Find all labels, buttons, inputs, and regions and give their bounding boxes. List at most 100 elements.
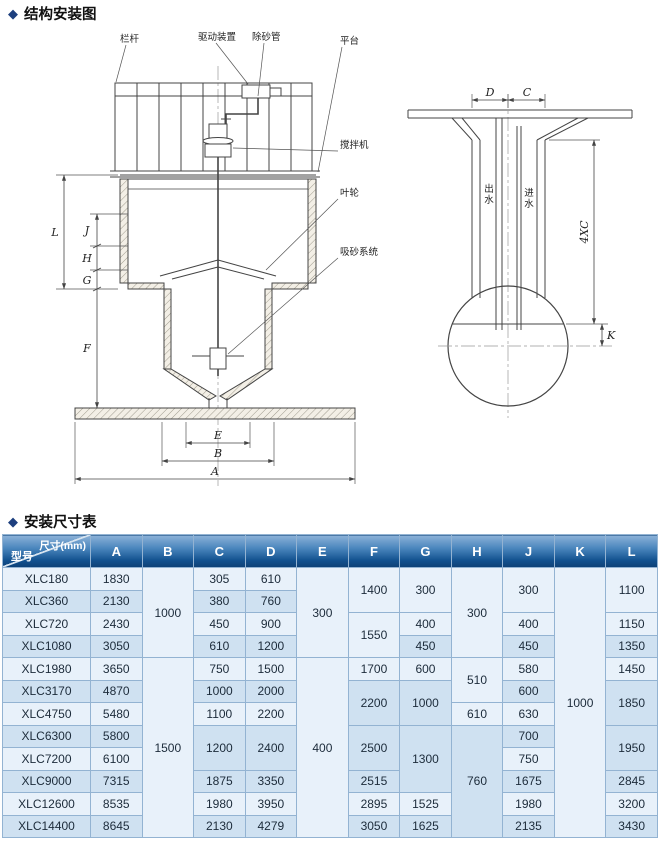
- installation-diagram-svg: L J H G F E B: [50, 31, 633, 486]
- impeller-shape: [159, 259, 277, 280]
- model-cell: XLC6300: [2, 724, 91, 748]
- col-header-F: F: [347, 534, 401, 568]
- diamond-bullet-icon: ◆: [8, 5, 18, 21]
- dim-cell: 760: [450, 724, 504, 838]
- model-cell: XLC4750: [2, 702, 91, 726]
- dim-cell: 1675: [502, 769, 555, 793]
- impeller-label: 叶轮: [340, 187, 360, 199]
- dim-cell: 5480: [90, 702, 143, 726]
- model-cell: XLC1980: [2, 657, 91, 681]
- desand-pipe-label: 除砂管: [252, 31, 281, 43]
- dim-cell: 2845: [605, 769, 658, 793]
- col-header-B: B: [141, 534, 195, 568]
- dim-cell: 2500: [347, 724, 401, 771]
- dim-cell: 3430: [605, 814, 658, 838]
- dim-cell: 4870: [90, 679, 143, 703]
- dim-cell: 1100: [193, 702, 246, 726]
- dim-cell: 2400: [244, 724, 298, 771]
- col-header-C: C: [193, 534, 246, 568]
- table-title-text: 安装尺寸表: [24, 514, 97, 531]
- dim-cell: 600: [502, 679, 555, 703]
- dim-cell: 2200: [244, 702, 298, 726]
- col-header-L: L: [605, 534, 658, 568]
- dim-cell: 2130: [193, 814, 246, 838]
- drive-device: [221, 84, 282, 124]
- mixer-assembly: [202, 123, 234, 376]
- callout-labels: 栏杆 驱动装置 除砂管 平台 搅拌机 叶轮 吸砂系统: [115, 31, 379, 355]
- structure-title-text: 结构安装图: [24, 6, 97, 23]
- dim-cell: 3650: [90, 657, 143, 681]
- foundation-slab: [74, 407, 356, 420]
- dim-cell: 1700: [347, 657, 401, 681]
- dim-K: K: [606, 329, 616, 342]
- installation-drawing: L J H G F E B: [0, 24, 660, 508]
- dim-L: L: [50, 226, 58, 239]
- dim-cell: 7315: [90, 769, 143, 793]
- col-header-K: K: [553, 534, 607, 568]
- dim-cell: 1500: [141, 657, 195, 838]
- dim-cell: 1980: [502, 792, 555, 816]
- dim-cell: 580: [502, 657, 555, 681]
- dim-cell: 1875: [193, 769, 246, 793]
- water-in-label: 进水: [524, 188, 534, 210]
- top-dimensions: D C: [471, 86, 546, 108]
- dim-cell: 1500: [244, 657, 298, 681]
- dim-cell: 1450: [605, 657, 658, 681]
- dim-G: G: [83, 274, 92, 287]
- dim-cell: 1950: [605, 724, 658, 771]
- dim-J: J: [83, 224, 90, 237]
- corner-size-label: 尺寸(mm): [39, 540, 86, 552]
- dim-cell: 3950: [244, 792, 298, 816]
- dim-cell: 3050: [90, 634, 143, 658]
- model-cell: XLC360: [2, 589, 91, 613]
- railing-label: 栏杆: [120, 33, 140, 45]
- dim-cell: 1150: [605, 612, 658, 636]
- dim-cell: 300: [502, 567, 555, 613]
- dim-E: E: [213, 429, 222, 442]
- col-header-A: A: [90, 534, 143, 568]
- model-cell: XLC9000: [2, 769, 91, 793]
- tank: [74, 174, 356, 420]
- dim-cell: 1200: [244, 634, 298, 658]
- suction-system-shape: [192, 347, 244, 370]
- dim-cell: 1000: [141, 567, 195, 658]
- col-header-E: E: [296, 534, 349, 568]
- corner-header: 尺寸(mm) 型号: [2, 534, 91, 568]
- dim-cell: 6100: [90, 747, 143, 771]
- dim-cell: 400: [399, 612, 452, 636]
- model-cell: XLC180: [2, 567, 91, 591]
- pipes: [495, 118, 522, 330]
- left-view: L J H G F E B: [50, 31, 379, 486]
- dim-cell: 1000: [553, 567, 607, 838]
- col-header-H: H: [450, 534, 504, 568]
- dim-cell: 8535: [90, 792, 143, 816]
- dim-cell: 1550: [347, 612, 401, 658]
- dim-cell: 380: [193, 589, 246, 613]
- suction-label: 吸砂系统: [340, 246, 379, 258]
- desand-pipe-shape: [225, 98, 259, 124]
- col-header-J: J: [502, 534, 555, 568]
- drive-label: 驱动装置: [198, 31, 236, 43]
- dim-cell: 1525: [399, 792, 452, 816]
- dim-cell: 760: [244, 589, 298, 613]
- dim-cell: 1000: [193, 679, 246, 703]
- dim-cell: 700: [502, 724, 555, 748]
- model-cell: XLC12600: [2, 792, 91, 816]
- col-header-G: G: [399, 534, 452, 568]
- dim-cell: 1850: [605, 679, 658, 726]
- dim-A: A: [210, 465, 219, 478]
- corner-diagonal-line: [3, 535, 90, 567]
- dim-D: D: [485, 86, 495, 99]
- dim-cell: 610: [193, 634, 246, 658]
- dim-cell: 1100: [605, 567, 658, 613]
- dim-cell: 2000: [244, 679, 298, 703]
- dim-cell: 3050: [347, 814, 401, 838]
